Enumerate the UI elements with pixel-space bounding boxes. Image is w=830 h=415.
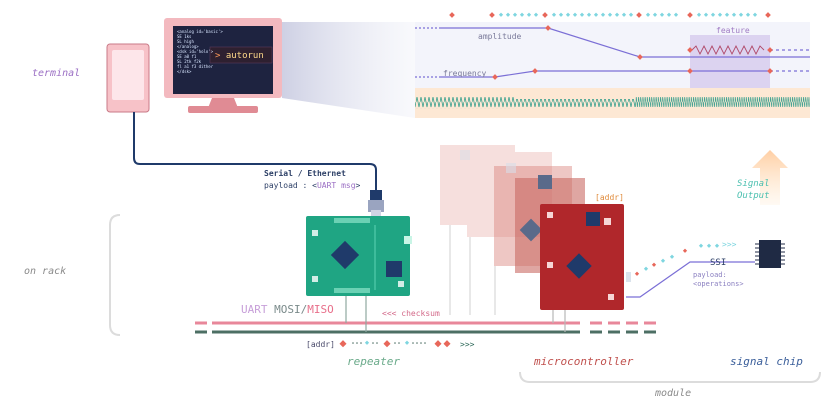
ssi-markers [634,243,720,276]
payload-prefix: payload : < [264,181,317,190]
frequency-label: frequency [443,69,487,78]
terminal-line: <dsk id='holo'> [177,49,214,54]
terminal-line: fl a1 f3 dither [177,64,214,69]
serial-payload-label: payload : <UART msg> [264,181,360,190]
miso-text: MISO [307,303,334,316]
ssi-arrows-label: >>> [722,240,737,249]
ssi-operations-label: <operations> [693,280,744,288]
microcontroller-board [540,204,631,332]
terminal-line: SE 1ks [177,34,192,39]
serial-connector [368,190,384,220]
autorun-command: > autorun [215,51,264,61]
terminal-label: terminal [32,68,81,79]
addr-bottom-label: [addr] [306,340,335,349]
module-label: module [655,388,692,399]
uart-bus [195,321,660,334]
terminal-line: SL 2tk f2k [177,59,202,64]
uart-label: UART MOSI/MISO [241,303,334,316]
signal-chip-label: signal chip [730,355,803,368]
amplitude-curve [440,27,810,58]
terminal-line: SL high [177,39,194,44]
signal-panel [415,12,810,118]
signal-chip [755,240,785,268]
signal-output-line2: Output [737,191,770,201]
signal-output-line1: Signal [737,179,770,189]
uart-text: UART [241,303,268,316]
signal-output-arrow [752,150,788,205]
terminal-screen-text: <analog id='basic'> SE 1ks SL high </ana… [177,29,223,74]
feature-zigzag [691,44,765,56]
repeater-label: repeater [347,355,400,368]
ssi-line [626,261,755,298]
arrows-bottom-label: >>> [460,340,475,349]
terminal-line: <analog id='basic'> [177,29,223,34]
monitor [164,18,282,113]
feature-label: feature [716,26,750,35]
slash-text: / [300,303,308,316]
amplitude-label: amplitude [478,32,522,41]
terminal-line: </dsk> [177,69,192,74]
ssi-label: SSI [710,258,727,268]
on-rack-label: on rack [24,266,67,277]
checksum-label: <<< checksum [382,309,440,318]
command-text: autorun [225,51,264,61]
serial-ethernet-label: Serial / Ethernet [264,169,346,178]
payload-suffix: > [355,181,361,190]
payload-uart-msg: UART msg [316,181,356,190]
terminal-device [106,43,377,190]
microcontroller-label: microcontroller [534,355,634,368]
prompt-symbol: > [215,51,221,61]
mosi-text: MOSI [274,303,301,316]
terminal-line: SE a0 f1 [177,54,197,59]
feature-region [690,35,770,95]
projection-beam [282,22,415,118]
ssi-payload-label: payload: [693,271,727,279]
bottom-markers [339,340,451,348]
addr-top-label: [addr] [595,193,624,202]
repeater-board [306,216,412,332]
terminal-line: </analog> [177,44,199,49]
